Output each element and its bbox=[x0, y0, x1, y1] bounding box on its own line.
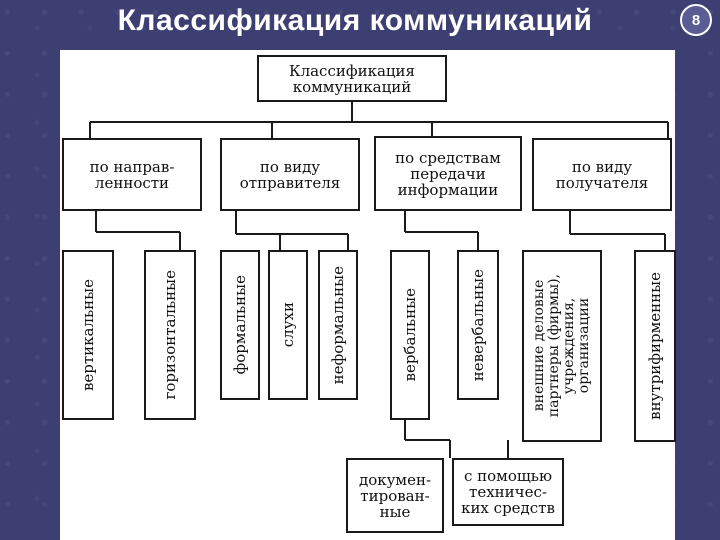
connector-lines bbox=[89, 102, 669, 458]
subleaf-technical-means: с помощью техничес- ких средств bbox=[452, 458, 564, 526]
root-box: Классификация коммуникаций bbox=[257, 55, 447, 102]
leaf-external-partners: внешние деловые партнеры (фирмы), учрежд… bbox=[522, 250, 602, 442]
category-direction: по направ- ленности bbox=[62, 138, 202, 211]
leaf-internal: внутрифирменные bbox=[634, 250, 676, 442]
leaf-rumors: слухи bbox=[268, 250, 308, 400]
category-recipient: по виду получателя bbox=[532, 138, 672, 211]
page-number-badge: 8 bbox=[680, 4, 712, 36]
leaf-informal: неформальные bbox=[318, 250, 358, 400]
category-transmission: по средствам передачи информации bbox=[374, 136, 522, 211]
leaf-vertical: вертикальные bbox=[62, 250, 114, 420]
category-sender: по виду отправителя bbox=[220, 138, 360, 211]
leaf-formal: формальные bbox=[220, 250, 260, 400]
leaf-nonverbal: невербальные bbox=[457, 250, 499, 400]
slide-title: Классификация коммуникаций bbox=[117, 4, 593, 37]
diagram-panel: Классификация коммуникаций по направ- ле… bbox=[60, 50, 676, 540]
subleaf-documented: докумен- тирован- ные bbox=[346, 458, 444, 533]
leaf-horizontal: горизонтальные bbox=[144, 250, 196, 420]
leaf-verbal: вербальные bbox=[390, 250, 430, 420]
